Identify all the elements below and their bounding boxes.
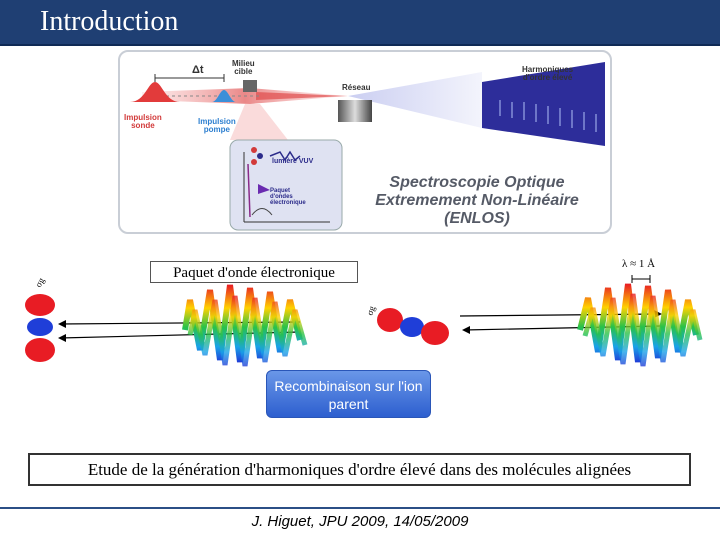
orbital-label-center: σg (364, 304, 377, 317)
wavepacket-small-label: Paquet d'ondes électronique (270, 188, 306, 206)
grating (338, 100, 372, 122)
harmonic-beam (348, 72, 482, 128)
footer-citation: J. Higuet, JPU 2009, 14/05/2009 (251, 513, 469, 530)
molecule-left-top-lobe (25, 294, 55, 316)
probe-pulse (130, 82, 180, 102)
footer-rule (0, 507, 720, 509)
recombination-box: Recombinaison sur l'ion parent (266, 370, 431, 418)
molecule-center-bottom-lobe (421, 321, 449, 345)
caption-box: Etude de la génération d'harmoniques d'o… (28, 453, 691, 486)
probe-label: Impulsion sonde (124, 113, 162, 130)
wavepacket-label: Paquet d'onde électronique (150, 261, 358, 283)
molecule-center-top-lobe (377, 308, 403, 332)
header-rule (0, 44, 720, 46)
zoom-inset (229, 139, 343, 231)
delta-t-label: Δt (192, 64, 204, 76)
enlos-schematic-graphic (130, 62, 605, 231)
molecule-center-core (400, 317, 424, 337)
target-label: Milieu cible (232, 59, 255, 76)
wavepacket-left (182, 284, 308, 367)
pump-pulse (212, 90, 236, 102)
enlos-title: Spectroscopie Optique Extremement Non-Li… (375, 174, 579, 227)
vuv-label: lumière VUV (272, 158, 314, 165)
wavepacket-right (577, 283, 703, 367)
target-cell (243, 80, 257, 92)
wavelength-label: λ ≈ 1 Å (622, 258, 656, 270)
orbital-label-left: σg (33, 275, 47, 289)
harmonics-label: Harmoniques d'ordre élevé (522, 65, 574, 82)
header-bar: Introduction (0, 0, 720, 46)
detector (482, 62, 605, 146)
grating-label: Réseau (342, 83, 371, 92)
molecule-left-bottom-lobe (25, 338, 55, 362)
molecule-left-center (27, 318, 53, 336)
pump-label: Impulsion pompe (198, 117, 236, 134)
enlos-diagram: Δt Milieu cible Réseau Harmoniques d'ord… (118, 50, 612, 234)
page-title: Introduction (40, 6, 179, 37)
